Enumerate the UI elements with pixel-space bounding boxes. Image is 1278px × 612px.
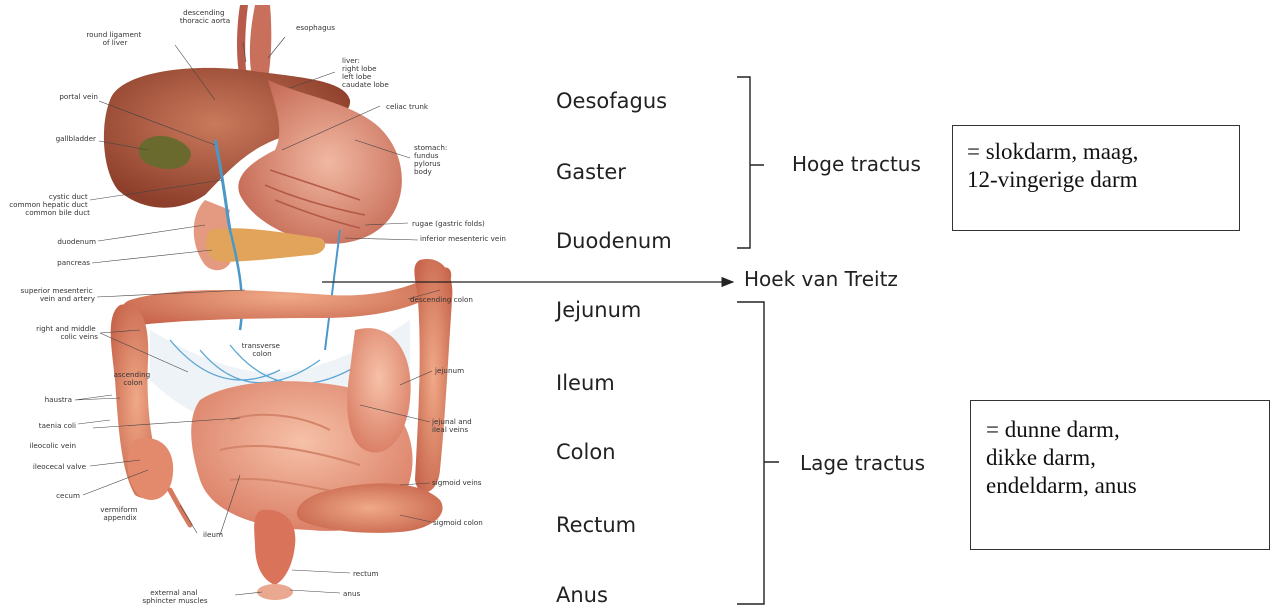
junction-label: Hoek van Treitz — [744, 267, 898, 291]
upper-group-note: = slokdarm, maag, 12-vingerige darm — [952, 125, 1240, 231]
label-esophagus: esophagus — [296, 23, 335, 32]
segment-ileum: Ileum — [556, 371, 615, 395]
segment-duodenum: Duodenum — [556, 229, 672, 253]
label-stomach: stomach: fundus pylorus body — [414, 143, 450, 176]
label-duodenum: duodenum — [57, 237, 96, 246]
label-cecum: cecum — [56, 491, 80, 500]
lower-group-label: Lage tractus — [800, 451, 925, 475]
label-liver: liver: right lobe left lobe caudate lobe — [342, 56, 389, 89]
label-taenia-coli: taenia coli — [39, 421, 76, 430]
label-pancreas: pancreas — [57, 258, 90, 267]
upper-note-line: 12-vingerige darm — [967, 166, 1239, 194]
label-jejunum: jejunum — [434, 366, 464, 375]
label-haustra: haustra — [45, 395, 72, 404]
lower-note-line: dikke darm, — [986, 444, 1269, 472]
segment-colon: Colon — [556, 440, 616, 464]
label-rectum: rectum — [353, 569, 379, 578]
aorta-shape — [237, 5, 248, 80]
anal-sphincter-shape — [257, 584, 293, 600]
lower-bracket — [737, 302, 779, 604]
segment-jejunum: Jejunum — [556, 298, 641, 322]
label-portal-vein: portal vein — [59, 92, 98, 101]
label-colic-veins: right and middle colic veins — [36, 324, 98, 341]
label-sigmoid-veins: sigmoid veins — [432, 478, 482, 487]
label-superior-mesenteric: superior mesenteric vein and artery — [21, 286, 96, 303]
lower-group-note: = dunne darm, dikke darm, endeldarm, anu… — [970, 400, 1270, 550]
label-anus: anus — [343, 589, 361, 598]
label-ileocecal-valve: ileocecal valve — [33, 462, 87, 471]
transverse-colon-shape — [121, 268, 451, 326]
appendix-shape — [170, 490, 190, 525]
lower-note-line: endeldarm, anus — [986, 472, 1269, 500]
label-descending-colon: descending colon — [410, 295, 473, 304]
label-sigmoid-colon: sigmoid colon — [433, 518, 483, 527]
upper-note-line: = slokdarm, maag, — [967, 138, 1239, 166]
segment-oesofagus: Oesofagus — [556, 89, 667, 113]
label-gallbladder: gallbladder — [56, 134, 96, 143]
label-celiac-trunk: celiac trunk — [386, 102, 429, 111]
label-descending-thoracic-aorta: descending thoracic aorta — [180, 8, 230, 25]
label-sphincter: external anal sphincter muscles — [142, 588, 208, 605]
lower-note-line: = dunne darm, — [986, 416, 1269, 444]
upper-group-label: Hoge tractus — [792, 152, 921, 176]
label-appendix: vermiform appendix — [100, 505, 140, 522]
segment-anus: Anus — [556, 583, 608, 607]
label-ileum: ileum — [203, 530, 223, 539]
label-jejunal-ileal-veins: jejunal and ileal veins — [431, 417, 474, 434]
rectum-shape — [254, 510, 295, 585]
esophagus-shape — [250, 5, 271, 78]
segment-rectum: Rectum — [556, 513, 636, 537]
label-transverse-colon: transverse colon — [242, 341, 283, 358]
label-bile-ducts: cystic duct common hepatic duct common b… — [9, 192, 90, 217]
label-round-ligament: round ligament of liver — [86, 30, 143, 47]
label-inferior-mesenteric-vein: inferior mesenteric vein — [420, 234, 506, 243]
label-ileocolic-vein-visible: ileocolic vein — [29, 441, 76, 450]
label-rugae: rugae (gastric folds) — [412, 219, 485, 228]
digestive-system-illustration: descending thoracic aorta esophagus roun… — [0, 0, 510, 612]
segment-gaster: Gaster — [556, 160, 626, 184]
upper-bracket — [737, 77, 764, 248]
